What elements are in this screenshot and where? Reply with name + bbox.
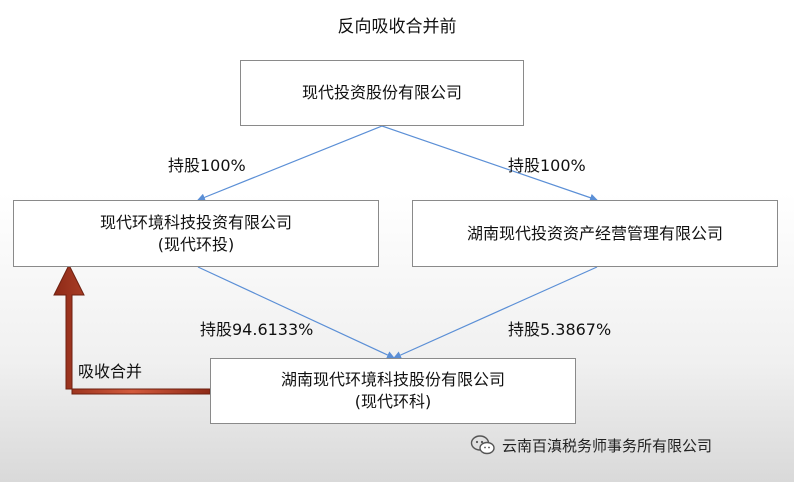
- node-left-abbr: (现代环投): [157, 234, 235, 254]
- edge-right-bottom-line: [393, 266, 598, 359]
- watermark-text: 云南百滇税务师事务所有限公司: [502, 436, 713, 455]
- node-right-name: 湖南现代投资资产经营管理有限公司: [466, 223, 723, 243]
- node-left-company: 现代环境科技投资有限公司 (现代环投): [13, 200, 379, 267]
- merge-arrow: [53, 263, 211, 395]
- node-top-name: 现代投资股份有限公司: [301, 83, 462, 102]
- node-bottom-abbr: (现代环科): [354, 392, 432, 411]
- node-right-company: 湖南现代投资资产经营管理有限公司: [412, 200, 778, 267]
- watermark: 云南百滇税务师事务所有限公司: [470, 434, 712, 456]
- node-left-name: 现代环境科技投资有限公司: [99, 212, 292, 232]
- diagram-title: 反向吸收合并前: [337, 17, 457, 37]
- edge-top-left-line: [197, 125, 383, 202]
- node-top-company: 现代投资股份有限公司: [240, 60, 524, 126]
- edge-left-bottom-line: [197, 266, 395, 359]
- edge-label-top-right: 持股100%: [508, 156, 586, 175]
- merge-label: 吸收合并: [78, 362, 143, 381]
- edge-label-top-left: 持股100%: [168, 156, 246, 175]
- edge-label-left-bottom: 持股94.6133%: [200, 320, 314, 339]
- node-bottom-name: 湖南现代环境科技股份有限公司: [280, 370, 505, 389]
- edge-top-right-line: [381, 125, 598, 202]
- wechat-icon: [470, 435, 495, 455]
- edge-label-right-bottom: 持股5.3867%: [508, 320, 612, 339]
- node-bottom-company: 湖南现代环境科技股份有限公司 (现代环科): [210, 358, 576, 424]
